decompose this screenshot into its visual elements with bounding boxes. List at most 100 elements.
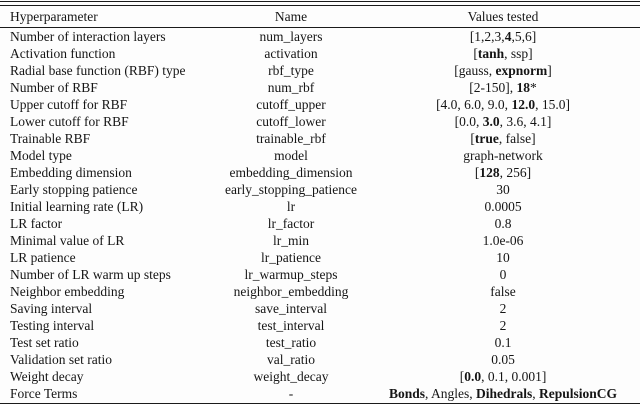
value-segment: expnorm [495, 63, 548, 78]
table-row: Embedding dimension embedding_dimension … [0, 164, 640, 181]
value-segment: ] [547, 63, 552, 78]
table-row: Minimal value of LR lr_min 1.0e-06 [0, 232, 640, 249]
cell-name: num_layers [259, 29, 323, 44]
cell-name: cutoff_lower [256, 114, 326, 129]
table-row: Force Terms - Bonds, Angles, Dihedrals, … [0, 385, 640, 402]
table-row: Saving interval save_interval 2 [0, 300, 640, 317]
cell-values: [1,2,3,4,5,6] [366, 28, 640, 46]
table-body: Number of interaction layers num_layers … [0, 28, 640, 403]
value-segment: , 0.1, 0.001] [481, 369, 547, 384]
cell-name: embedding_dimension [229, 165, 353, 180]
table-row: Number of LR warm up steps lr_warmup_ste… [0, 266, 640, 283]
cell-name: val_ratio [267, 352, 315, 367]
cell-hyperparameter: Number of RBF [10, 80, 98, 95]
cell-hyperparameter: Number of interaction layers [10, 29, 166, 44]
cell-values: [tanh, ssp] [366, 45, 640, 62]
cell-values: 0.0005 [366, 198, 640, 215]
cell-hyperparameter: Trainable RBF [10, 131, 91, 146]
value-segment: [ [474, 165, 480, 180]
value-segment: Dihedrals [476, 386, 533, 401]
value-segment: , ssp] [504, 46, 533, 61]
cell-name: activation [264, 46, 318, 61]
cell-hyperparameter: LR factor [10, 216, 63, 231]
table-row: Lower cutoff for RBF cutoff_lower [0.0, … [0, 113, 640, 130]
table-row: Trainable RBF trainable_rbf [true, false… [0, 130, 640, 147]
table-row: Test set ratio test_ratio 0.1 [0, 334, 640, 351]
cell-hyperparameter: LR patience [10, 250, 76, 265]
value-segment: 0.8 [494, 216, 512, 231]
cell-values: 2 [366, 317, 640, 334]
cell-values: [128, 256] [366, 164, 640, 181]
cell-hyperparameter: Upper cutoff for RBF [10, 97, 128, 112]
cell-name: lr_factor [267, 216, 315, 231]
cell-hyperparameter: Saving interval [10, 301, 93, 316]
table-row: Model type model graph-network [0, 147, 640, 164]
value-segment: , Angles, [424, 386, 476, 401]
table-row: Testing interval test_interval 2 [0, 317, 640, 334]
col-header-values-tested: Values tested [366, 6, 640, 28]
table-top-rule [0, 1, 640, 6]
value-segment: [ [473, 46, 478, 61]
table-row: Activation function activation [tanh, ss… [0, 45, 640, 62]
cell-name: model [274, 148, 308, 163]
col-header-hyperparameter: Hyperparameter [0, 6, 216, 28]
cell-hyperparameter: Embedding dimension [10, 165, 132, 180]
value-segment: [1,2,3, [469, 29, 505, 44]
table-row: Validation set ratio val_ratio 0.05 [0, 351, 640, 368]
value-segment: 128 [479, 165, 500, 180]
value-segment: , false] [498, 131, 536, 146]
value-segment: RepulsionCG [539, 386, 618, 401]
cell-values: [0.0, 3.0, 3.6, 4.1] [366, 113, 640, 130]
cell-hyperparameter: Initial learning rate (LR) [10, 199, 144, 214]
cell-hyperparameter: Minimal value of LR [10, 233, 125, 248]
cell-name: trainable_rbf [256, 131, 326, 146]
value-segment: [ [470, 131, 475, 146]
cell-values: [0.0, 0.1, 0.001] [366, 368, 640, 385]
value-segment: 1.0e-06 [482, 233, 524, 248]
value-segment: 4 [504, 29, 512, 44]
cell-name: neighbor_embedding [233, 284, 349, 299]
value-segment: graph-network [463, 148, 543, 163]
cell-name: early_stopping_patience [225, 182, 357, 197]
cell-name: lr [286, 199, 296, 214]
cell-hyperparameter: Testing interval [10, 318, 95, 333]
cell-name: cutoff_upper [256, 97, 326, 112]
cell-hyperparameter: Neighbor embedding [10, 284, 125, 299]
value-segment: , 15.0] [535, 97, 570, 112]
table-header: Hyperparameter Name Values tested [0, 6, 640, 28]
table-row: LR factor lr_factor 0.8 [0, 215, 640, 232]
value-segment: 30 [496, 182, 510, 197]
col-header-name: Name [216, 6, 366, 28]
cell-hyperparameter: Validation set ratio [10, 352, 112, 367]
value-segment: [4.0, 6.0, 9.0, [436, 97, 512, 112]
value-segment: 0.0005 [484, 199, 522, 214]
value-segment: [0.0, [454, 114, 483, 129]
value-segment: * [530, 80, 537, 95]
cell-hyperparameter: Activation function [10, 46, 116, 61]
cell-hyperparameter: Number of LR warm up steps [10, 267, 171, 282]
hyperparameter-table: Hyperparameter Name Values tested Number… [0, 6, 640, 402]
value-segment: 12.0 [511, 97, 536, 112]
cell-name: test_ratio [265, 335, 317, 350]
cell-name: - [288, 386, 294, 401]
cell-name: lr_patience [261, 250, 321, 265]
value-segment: 0.05 [491, 352, 515, 367]
cell-hyperparameter: Weight decay [10, 369, 84, 384]
cell-values: false [366, 283, 640, 300]
table-row: LR patience lr_patience 10 [0, 249, 640, 266]
table-row: Radial base function (RBF) type rbf_type… [0, 62, 640, 79]
cell-hyperparameter: Test set ratio [10, 335, 79, 350]
cell-values: [2-150], 18* [366, 79, 640, 96]
cell-values: graph-network [366, 147, 640, 164]
table-row: Upper cutoff for RBF cutoff_upper [4.0, … [0, 96, 640, 113]
cell-name: num_rbf [267, 80, 315, 95]
value-segment: tanh [477, 46, 505, 61]
table-row: Number of RBF num_rbf [2-150], 18* [0, 79, 640, 96]
header-row: Hyperparameter Name Values tested [0, 6, 640, 28]
cell-hyperparameter: Radial base function (RBF) type [10, 63, 186, 78]
cell-hyperparameter: Lower cutoff for RBF [10, 114, 129, 129]
value-segment: [gauss, [454, 63, 496, 78]
value-segment: 2 [499, 318, 507, 333]
value-segment: ,5,6] [511, 29, 537, 44]
cell-values: [true, false] [366, 130, 640, 147]
